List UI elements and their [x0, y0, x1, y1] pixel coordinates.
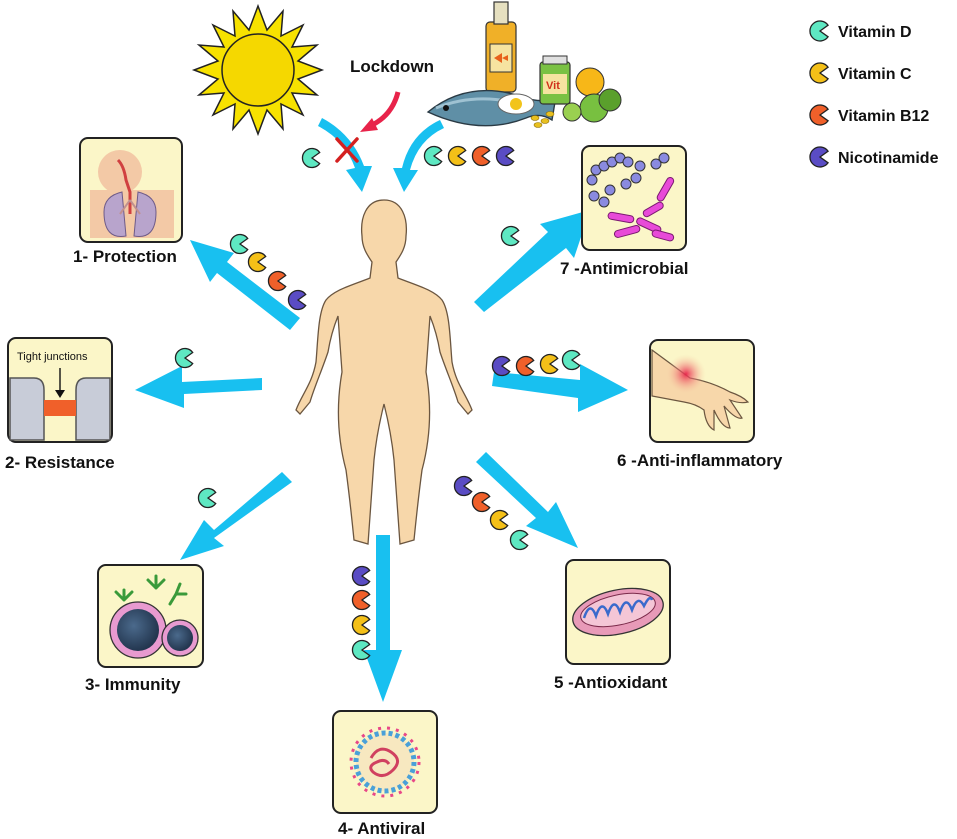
box-resistance: Tight junctions	[7, 337, 113, 443]
effect-label-immunity: 3- Immunity	[85, 675, 181, 694]
food-marker-vitamin-d	[423, 145, 443, 167]
effect-label-antiviral: 4- Antiviral	[338, 819, 425, 838]
arrow-antiinflammatory	[492, 364, 628, 412]
marker-nicotinamide	[491, 355, 511, 377]
box-antiinflammatory	[649, 339, 755, 443]
marker-nicotinamide	[453, 475, 473, 497]
lockdown-arrow	[360, 91, 401, 132]
effect-label-resistance: 2- Resistance	[5, 453, 115, 472]
bacteria-icon	[586, 152, 675, 242]
antibody-cells-icon	[109, 574, 199, 659]
marker-nicotinamide	[287, 289, 307, 311]
lockdown-label: Lockdown	[350, 57, 434, 76]
sun-icon	[191, 3, 325, 137]
legend: Vitamin D Vitamin C Vitamin B12 Nicotina…	[809, 20, 939, 168]
inflamed-wrist-icon	[651, 348, 750, 431]
blocked-x-icon	[335, 137, 359, 163]
legend-label-vitamin-c: Vitamin C	[838, 66, 912, 83]
legend-symbol-vitamin-d	[809, 20, 830, 42]
marker-vitamin-c	[539, 353, 559, 375]
box-antimicrobial	[581, 145, 687, 251]
food-marker-vitamin-b12	[471, 145, 491, 167]
legend-label-vitamin-b12: Vitamin B12	[838, 108, 929, 125]
marker-vitamin-d	[351, 639, 371, 661]
vit-jar-label: Vit	[546, 80, 560, 92]
marker-vitamin-b12	[267, 270, 287, 292]
box-antioxidant	[565, 559, 671, 665]
marker-vitamin-d	[197, 487, 217, 509]
legend-symbol-nicotinamide	[809, 146, 830, 168]
arrow-food	[393, 120, 444, 192]
marker-vitamin-c	[489, 509, 509, 531]
tight-junctions-label: Tight junctions	[17, 351, 88, 363]
arrow-immunity	[180, 472, 292, 560]
box-immunity	[97, 564, 204, 668]
marker-vitamin-d	[500, 225, 520, 247]
arrow-antioxidant	[476, 452, 578, 548]
food-marker-nicotinamide	[495, 145, 515, 167]
vitamin-markers	[174, 145, 581, 661]
marker-vitamin-c	[247, 251, 267, 273]
human-body-icon	[295, 199, 473, 545]
legend-symbol-vitamin-c	[809, 62, 830, 84]
marker-vitamin-b12	[471, 491, 491, 513]
marker-vitamin-d	[229, 233, 249, 255]
mitochondrion-icon	[572, 587, 664, 637]
legend-label-nicotinamide: Nicotinamide	[838, 150, 939, 167]
marker-vitamin-d	[561, 349, 581, 371]
respiratory-system-icon	[90, 150, 174, 238]
arrow-antiviral	[364, 535, 402, 702]
effect-label-antiinflammatory: 6 -Anti-inflammatory	[617, 451, 783, 470]
marker-vitamin-d	[509, 529, 529, 551]
box-antiviral	[332, 710, 438, 814]
effect-label-antioxidant: 5 -Antioxidant	[554, 673, 668, 692]
arrow-sun	[318, 118, 372, 192]
marker-nicotinamide	[351, 565, 371, 587]
marker-vitamin-c	[351, 614, 371, 636]
virus-icon	[349, 726, 421, 798]
marker-vitamin-b12	[351, 589, 371, 611]
food-marker-vitamin-c	[447, 145, 467, 167]
arrow-antimicrobial	[474, 210, 590, 312]
effect-label-protection: 1- Protection	[73, 247, 177, 266]
legend-symbol-vitamin-b12	[809, 104, 830, 126]
fish-bottle-fruit-icon: Vit	[426, 1, 622, 128]
tight-junction-icon: Tight junctions	[9, 351, 111, 441]
marker-vitamin-b12	[515, 355, 535, 377]
sun-marker-vitamin-d	[301, 147, 321, 169]
marker-vitamin-d	[174, 347, 194, 369]
box-protection	[79, 137, 183, 243]
arrow-protection	[190, 240, 300, 330]
legend-label-vitamin-d: Vitamin D	[838, 24, 912, 41]
effect-label-antimicrobial: 7 -Antimicrobial	[560, 259, 688, 278]
arrow-resistance	[135, 366, 262, 408]
